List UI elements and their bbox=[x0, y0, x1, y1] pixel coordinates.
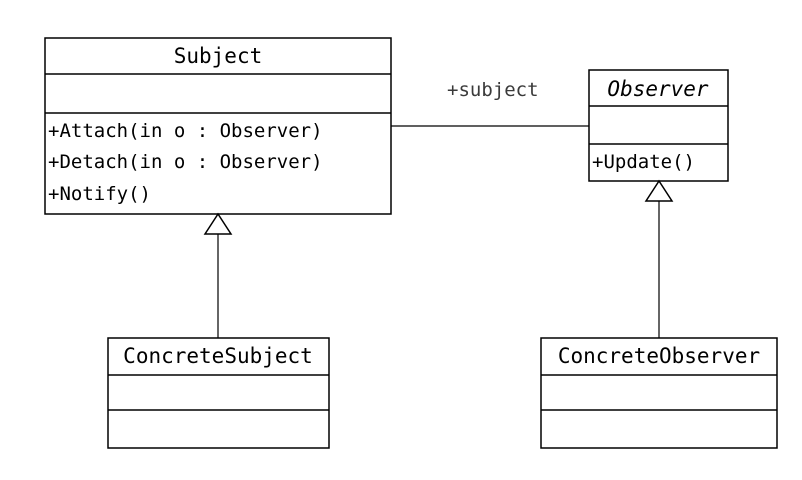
generalization-subject bbox=[203, 212, 233, 338]
association-role-label: +subject bbox=[447, 79, 539, 101]
class-subject-name: Subject bbox=[174, 44, 263, 68]
class-observer-border bbox=[588, 69, 729, 182]
class-concrete-observer[interactable]: ConcreteObserver bbox=[540, 337, 778, 449]
class-observer-name: Observer bbox=[607, 77, 709, 101]
class-subject-op-attach: +Attach(in o : Observer) bbox=[48, 120, 323, 142]
generalization-observer bbox=[644, 179, 674, 338]
generalization-observer-arrowhead-icon bbox=[644, 179, 674, 202]
class-concrete-observer-name: ConcreteObserver bbox=[558, 344, 760, 368]
class-subject-op-detach: +Detach(in o : Observer) bbox=[48, 151, 323, 173]
class-subject-op-notify: +Notify() bbox=[48, 183, 151, 205]
class-observer[interactable]: Observer +Update() bbox=[588, 69, 729, 182]
class-observer-op-update: +Update() bbox=[592, 151, 695, 173]
class-subject-border bbox=[44, 37, 392, 215]
class-concrete-subject[interactable]: ConcreteSubject bbox=[107, 337, 330, 449]
class-concrete-subject-name: ConcreteSubject bbox=[123, 344, 313, 368]
class-subject[interactable]: Subject +Attach(in o : Observer) +Detach… bbox=[44, 37, 392, 215]
generalization-subject-arrowhead-icon bbox=[203, 212, 233, 235]
class-concrete-observer-border bbox=[540, 337, 778, 449]
